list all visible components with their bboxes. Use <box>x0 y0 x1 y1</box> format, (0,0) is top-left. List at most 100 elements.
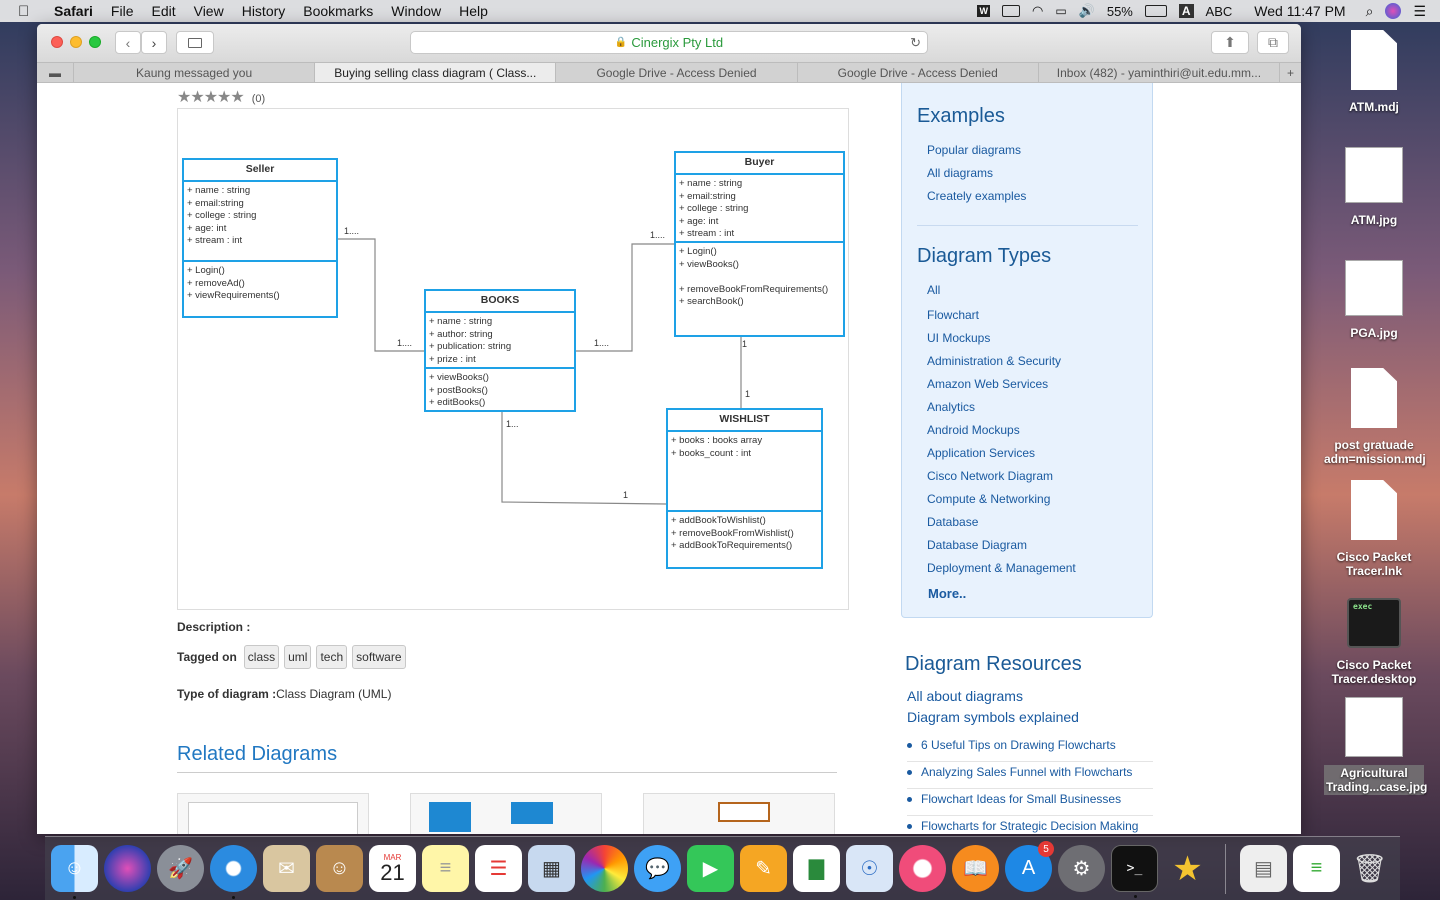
type-administration-security[interactable]: Administration & Security <box>927 354 1062 368</box>
tab-kaung[interactable]: Kaung messaged you <box>73 63 314 82</box>
type-analytics[interactable]: Analytics <box>927 400 976 414</box>
screen-mirror-icon[interactable] <box>1001 5 1020 17</box>
zoom-window-icon[interactable] <box>89 36 101 48</box>
input-source-icon[interactable]: A <box>1178 4 1194 18</box>
menu-history[interactable]: History <box>241 3 286 19</box>
volume-icon[interactable]: 🔊 <box>1078 3 1095 18</box>
type-cisco-network-diagram[interactable]: Cisco Network Diagram <box>927 469 1054 483</box>
class-buyer[interactable]: Buyer + name : string + email:string + c… <box>674 151 845 337</box>
calendar-icon[interactable]: MAR 21 <box>369 845 416 892</box>
menu-app-safari[interactable]: Safari <box>54 3 93 19</box>
numbers-icon[interactable]: ▇ <box>793 845 840 892</box>
safari-icon[interactable]: ⌖ <box>210 845 257 899</box>
related-diagram-thumbnail[interactable] <box>643 793 835 834</box>
photo-booth-icon[interactable]: ▦ <box>528 845 575 892</box>
reload-icon[interactable]: ↻ <box>910 34 921 50</box>
type-database[interactable]: Database <box>927 515 979 529</box>
tag-tech[interactable]: tech <box>316 645 348 669</box>
menu-help[interactable]: Help <box>459 3 488 19</box>
type-compute-networking[interactable]: Compute & Networking <box>927 492 1051 506</box>
sidebar-toggle-button[interactable] <box>176 31 214 54</box>
menu-bookmarks[interactable]: Bookmarks <box>303 3 374 19</box>
pinned-tab-icon[interactable]: ▬ <box>49 66 61 80</box>
airplay-icon[interactable]: ▭ <box>1055 4 1067 18</box>
close-window-icon[interactable] <box>51 36 63 48</box>
menu-file[interactable]: File <box>110 3 134 19</box>
type-flowchart[interactable]: Flowchart <box>927 308 980 322</box>
messages-icon[interactable]: 💬 <box>634 845 681 892</box>
photos-icon[interactable] <box>581 845 628 892</box>
tag-software[interactable]: software <box>352 645 406 669</box>
notification-center-icon[interactable]: ☰ <box>1413 2 1426 19</box>
desktop-icon-agricultural[interactable]: Agricultural Trading...case.jpg <box>1324 697 1427 795</box>
tab-google-drive-1[interactable]: Google Drive - Access Denied <box>555 63 796 82</box>
desktop-icon-atm-jpg[interactable]: ATM.jpg <box>1324 147 1424 227</box>
show-tabs-button[interactable]: ⧉ <box>1257 31 1289 54</box>
tag-uml[interactable]: uml <box>284 645 312 669</box>
tab-google-drive-2[interactable]: Google Drive - Access Denied <box>796 63 1038 82</box>
back-button[interactable]: ‹ <box>115 31 141 54</box>
system-preferences-icon[interactable]: ⚙ <box>1058 845 1105 892</box>
related-diagram-thumbnail[interactable] <box>177 793 369 834</box>
type-ui-mockups[interactable]: UI Mockups <box>927 331 991 345</box>
class-wishlist[interactable]: WISHLIST + books : books array + books_c… <box>666 408 823 569</box>
ibooks-icon[interactable]: 📖 <box>952 845 999 892</box>
resource-item[interactable]: Analyzing Sales Funnel with Flowcharts <box>907 762 1153 789</box>
class-seller[interactable]: Seller + name : string + email:string + … <box>182 158 338 318</box>
type-all[interactable]: All <box>927 283 941 297</box>
link-all-diagrams[interactable]: All diagrams <box>927 166 994 180</box>
contacts-icon[interactable]: ☺ <box>316 845 363 892</box>
type-android-mockups[interactable]: Android Mockups <box>927 423 1020 437</box>
mail-icon[interactable]: ✉ <box>263 845 310 892</box>
desktop-icon-cisco-lnk[interactable]: Cisco Packet Tracer.lnk <box>1324 480 1424 578</box>
desktop-icon-cisco-desktop[interactable]: exec Cisco Packet Tracer.desktop <box>1324 598 1424 686</box>
type-amazon-web-services[interactable]: Amazon Web Services <box>927 377 1049 391</box>
siri-icon[interactable] <box>104 845 151 892</box>
menu-edit[interactable]: Edit <box>151 3 176 19</box>
link-popular-diagrams[interactable]: Popular diagrams <box>927 143 1022 157</box>
tag-class[interactable]: class <box>243 645 280 669</box>
image-stack-icon[interactable]: ≡ <box>1293 845 1340 892</box>
type-application-services[interactable]: Application Services <box>927 446 1036 460</box>
terminal-dock-icon[interactable]: >_ <box>1111 845 1158 898</box>
facetime-icon[interactable]: ▶ <box>687 845 734 892</box>
finder-icon[interactable]: ☺ <box>51 845 98 899</box>
link-diagram-symbols[interactable]: Diagram symbols explained <box>907 709 1079 725</box>
class-books[interactable]: BOOKS + name : string + author: string +… <box>424 289 576 412</box>
menu-view[interactable]: View <box>193 3 224 19</box>
desktop-icon-post-graduate[interactable]: post gratuade adm=mission.mdj <box>1324 368 1426 466</box>
uml-diagram-canvas[interactable]: Seller + name : string + email:string + … <box>177 108 849 610</box>
battery-icon[interactable] <box>1144 5 1167 17</box>
tab-class-diagram[interactable]: Buying selling class diagram ( Class... <box>314 63 556 82</box>
document-stack-icon[interactable]: ▤ <box>1240 845 1287 892</box>
tab-inbox[interactable]: Inbox (482) - yaminthiri@uit.edu.mm... <box>1037 63 1279 82</box>
minimize-window-icon[interactable] <box>70 36 82 48</box>
input-source-label[interactable]: ABC <box>1205 3 1233 19</box>
share-button[interactable]: ⬆ <box>1211 31 1249 54</box>
itunes-icon[interactable]: ♫ <box>899 845 946 892</box>
reminders-icon[interactable]: ☰ <box>475 845 522 892</box>
spotlight-icon[interactable]: ⌕ <box>1365 2 1374 19</box>
type-database-diagram[interactable]: Database Diagram <box>927 538 1028 552</box>
wacom-icon[interactable]: W <box>977 5 990 17</box>
new-tab-button[interactable]: + <box>1279 63 1301 82</box>
launchpad-icon[interactable]: 🚀 <box>157 845 204 892</box>
menu-window[interactable]: Window <box>391 3 442 19</box>
type-deployment-management[interactable]: Deployment & Management <box>927 561 1076 575</box>
battery-percent[interactable]: 55% <box>1106 3 1133 19</box>
link-creately-examples[interactable]: Creately examples <box>927 189 1027 203</box>
trash-icon[interactable]: 🗑 <box>1351 853 1388 884</box>
siri-icon[interactable] <box>1385 3 1402 19</box>
star-app-icon[interactable]: ★ <box>1172 849 1203 888</box>
resource-item[interactable]: Flowcharts for Strategic Decision Making <box>907 816 1153 834</box>
resource-item[interactable]: Flowchart Ideas for Small Businesses <box>907 789 1153 816</box>
address-bar[interactable]: 🔒 Cinergix Pty Ltd ↻ <box>410 31 928 54</box>
rating-stars[interactable]: ★★★★★(0) <box>177 89 266 106</box>
desktop-icon-atm-mdj[interactable]: ATM.mdj <box>1324 30 1424 114</box>
wifi-icon[interactable]: ◠ <box>1031 3 1044 18</box>
forward-button[interactable]: › <box>141 31 167 54</box>
desktop-icon-pga-jpg[interactable]: PGA.jpg <box>1324 260 1424 340</box>
more-types-link[interactable]: More.. <box>928 586 967 601</box>
clock[interactable]: Wed 11:47 PM <box>1254 3 1346 19</box>
